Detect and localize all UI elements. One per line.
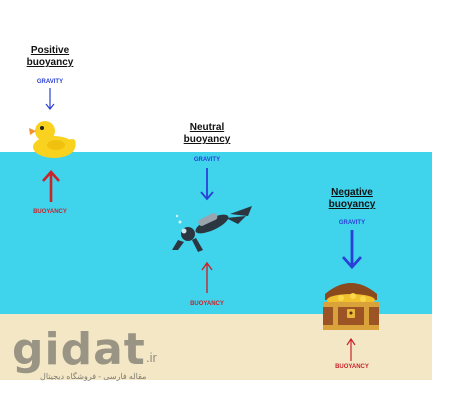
negative-buoyancy-label: BUOYANCY (335, 364, 369, 370)
neutral-buoyancy-label: BUOYANCY (190, 301, 224, 307)
neutral-gravity-arrow (200, 168, 214, 201)
positive-title: Positive buoyancy (26, 45, 74, 68)
positive-buoyancy-arrow (42, 170, 60, 202)
treasure-chest-icon (323, 283, 379, 330)
rubber-duck-icon (29, 121, 76, 158)
positive-gravity-label: GRAVITY (36, 79, 64, 85)
negative-gravity-arrow (341, 230, 363, 270)
neutral-title: Neutral buoyancy (183, 122, 231, 145)
negative-title: Negative buoyancy (328, 187, 376, 210)
negative-gravity-label: GRAVITY (338, 220, 366, 226)
neutral-gravity-label: GRAVITY (193, 157, 221, 163)
watermark-subtitle: مقاله فارسی - فروشگاه دیجیتال (40, 372, 147, 381)
positive-gravity-arrow (45, 88, 55, 110)
scuba-diver-icon (172, 206, 252, 252)
watermark-logo: gidat (12, 324, 146, 375)
neutral-buoyancy-arrow (201, 261, 213, 293)
positive-buoyancy-label: BUOYANCY (33, 209, 67, 215)
watermark-tld: .ir (146, 350, 157, 365)
negative-buoyancy-arrow (346, 337, 356, 361)
